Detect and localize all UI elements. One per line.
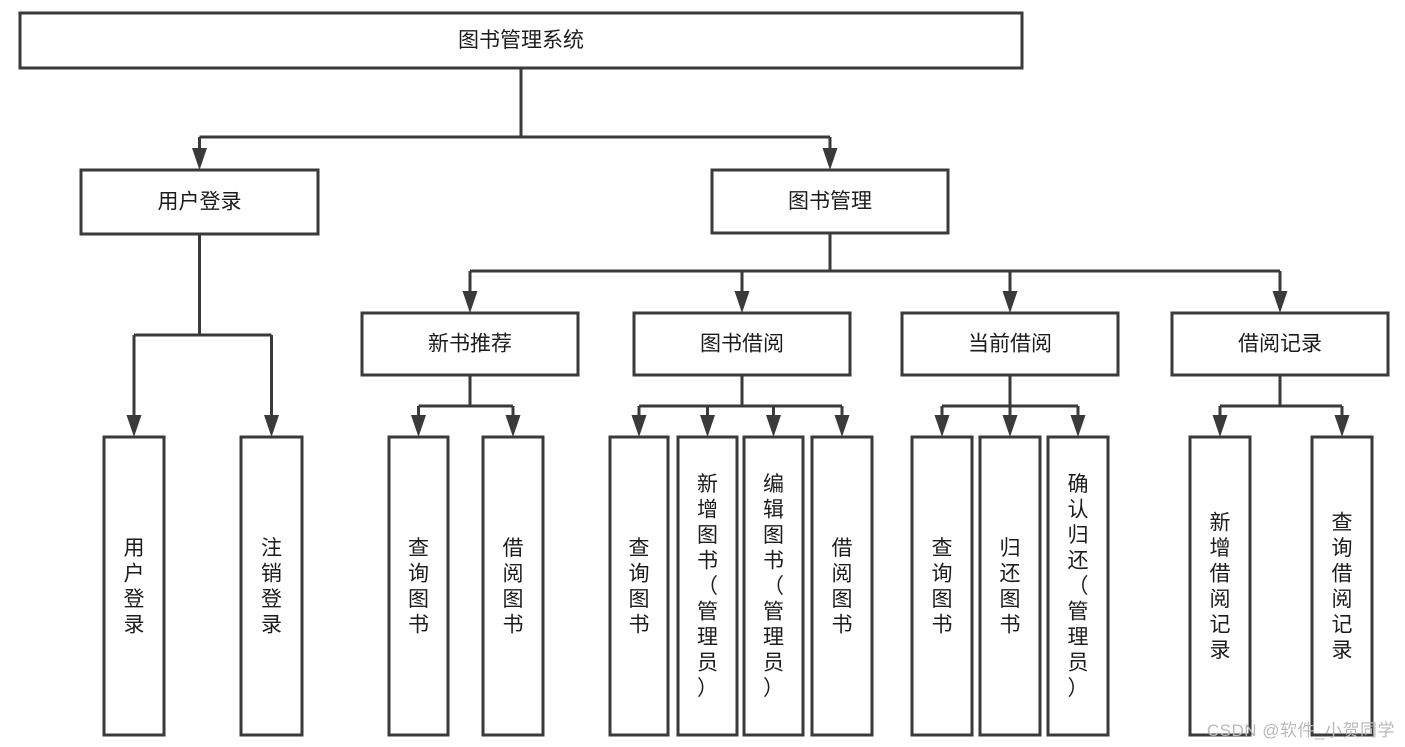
node-box-current-borrow[interactable] <box>900 311 1120 377</box>
arrow-head-icon <box>1272 291 1288 313</box>
arrow-head-icon <box>1002 415 1018 437</box>
node-leaf-query-book-current[interactable]: 查询图书 <box>910 435 974 737</box>
node-box-leaf-borrow-book[interactable] <box>810 435 874 737</box>
arrow-head-icon <box>192 148 207 170</box>
node-label-leaf-borrow-book-rec: 借阅图书 <box>503 537 524 637</box>
node-box-leaf-edit-book-admin[interactable] <box>742 435 805 737</box>
node-leaf-add-borrow-record[interactable]: 新增借阅记录 <box>1188 435 1252 737</box>
arrow-head-icon <box>834 415 850 437</box>
watermark-label: CSDN @软件_小贺同学 <box>1206 721 1395 740</box>
node-box-leaf-query-book-current[interactable] <box>910 435 974 737</box>
node-label-leaf-borrow-book: 借阅图书 <box>832 537 853 637</box>
arrow-head-icon <box>1002 291 1018 313</box>
arrow-head-icon <box>462 291 478 313</box>
node-borrow-record[interactable]: 借阅记录 <box>1170 311 1390 377</box>
node-label-leaf-confirm-return-admin: 确认归还（管理员） <box>1068 473 1089 700</box>
node-box-book-borrow[interactable] <box>632 311 852 377</box>
node-leaf-user-logout[interactable]: 注销登录 <box>239 435 304 737</box>
arrow-head-icon <box>734 291 750 313</box>
node-box-leaf-query-book-rec[interactable] <box>387 435 450 737</box>
node-box-leaf-add-book-admin[interactable] <box>676 435 739 737</box>
node-label-leaf-add-book-admin: 新增图书（管理员） <box>697 473 718 700</box>
node-box-leaf-borrow-book-rec[interactable] <box>481 435 545 737</box>
node-root[interactable]: 图书管理系统 <box>18 11 1024 70</box>
node-leaf-add-book-admin[interactable]: 新增图书（管理员） <box>676 435 739 737</box>
connector-layer <box>126 68 1350 437</box>
node-leaf-query-book-rec[interactable]: 查询图书 <box>387 435 450 737</box>
node-leaf-edit-book-admin[interactable]: 编辑图书（管理员） <box>742 435 805 737</box>
arrow-head-icon <box>1334 415 1350 437</box>
node-label-leaf-user-logout: 注销登录 <box>261 537 282 637</box>
node-label-root: 图书管理系统 <box>458 29 584 52</box>
node-layer: 图书管理系统用户登录图书管理新书推荐图书借阅当前借阅借阅记录用户登录注销登录查询… <box>18 11 1390 737</box>
node-leaf-user-login[interactable]: 用户登录 <box>102 435 166 737</box>
arrow-head-icon <box>1212 415 1228 437</box>
node-box-new-book-recommend[interactable] <box>360 311 580 377</box>
arrow-head-icon <box>822 148 838 170</box>
node-leaf-borrow-book-rec[interactable]: 借阅图书 <box>481 435 545 737</box>
node-box-root[interactable] <box>18 11 1024 70</box>
node-leaf-query-borrow-record[interactable]: 查询借阅记录 <box>1310 435 1374 737</box>
arrow-head-icon <box>1070 415 1086 437</box>
node-label-leaf-edit-book-admin: 编辑图书（管理员） <box>763 473 784 700</box>
node-box-leaf-confirm-return-admin[interactable] <box>1046 435 1110 737</box>
node-book-borrow[interactable]: 图书借阅 <box>632 311 852 377</box>
node-label-book-borrow: 图书借阅 <box>700 333 784 356</box>
node-label-leaf-query-borrow-record: 查询借阅记录 <box>1332 511 1353 662</box>
node-label-leaf-query-book-borrow: 查询图书 <box>629 537 650 637</box>
arrow-head-icon <box>934 415 950 437</box>
node-box-leaf-add-borrow-record[interactable] <box>1188 435 1252 737</box>
arrow-head-icon <box>411 415 426 437</box>
node-label-new-book-recommend: 新书推荐 <box>428 333 512 356</box>
node-user-login[interactable]: 用户登录 <box>79 168 320 236</box>
arrow-head-icon <box>126 415 142 437</box>
node-box-leaf-return-book[interactable] <box>978 435 1042 737</box>
node-leaf-query-book-borrow[interactable]: 查询图书 <box>608 435 670 737</box>
node-box-leaf-user-login[interactable] <box>102 435 166 737</box>
connector-group-new-book-recommend <box>411 375 521 437</box>
node-leaf-borrow-book[interactable]: 借阅图书 <box>810 435 874 737</box>
node-label-leaf-return-book: 归还图书 <box>1000 537 1021 637</box>
connector-group-user-login <box>126 234 279 437</box>
node-leaf-return-book[interactable]: 归还图书 <box>978 435 1042 737</box>
node-label-leaf-query-book-rec: 查询图书 <box>408 537 429 637</box>
node-leaf-confirm-return-admin[interactable]: 确认归还（管理员） <box>1046 435 1110 737</box>
node-label-leaf-add-borrow-record: 新增借阅记录 <box>1210 511 1231 662</box>
node-box-leaf-query-book-borrow[interactable] <box>608 435 670 737</box>
node-box-leaf-user-logout[interactable] <box>239 435 304 737</box>
arrow-head-icon <box>264 415 279 437</box>
arrow-head-icon <box>631 415 647 437</box>
node-box-user-login[interactable] <box>79 168 320 236</box>
connector-group-borrow-record <box>1212 375 1350 437</box>
node-label-user-login: 用户登录 <box>158 191 242 214</box>
node-box-borrow-record[interactable] <box>1170 311 1390 377</box>
node-label-leaf-user-login: 用户登录 <box>124 537 145 637</box>
arrow-head-icon <box>766 415 781 437</box>
connector-group-book-manage <box>462 233 1288 313</box>
node-book-manage[interactable]: 图书管理 <box>710 168 950 235</box>
node-new-book-recommend[interactable]: 新书推荐 <box>360 311 580 377</box>
node-box-book-manage[interactable] <box>710 168 950 235</box>
arrow-head-icon <box>700 415 715 437</box>
node-current-borrow[interactable]: 当前借阅 <box>900 311 1120 377</box>
node-box-leaf-query-borrow-record[interactable] <box>1310 435 1374 737</box>
node-label-borrow-record: 借阅记录 <box>1238 333 1322 356</box>
node-label-current-borrow: 当前借阅 <box>968 333 1052 356</box>
node-label-book-manage: 图书管理 <box>788 190 872 213</box>
connector-group-current-borrow <box>934 375 1086 437</box>
connector-group-book-borrow <box>631 375 850 437</box>
arrow-head-icon <box>505 415 521 437</box>
connector-group-root <box>192 68 838 170</box>
node-label-leaf-query-book-current: 查询图书 <box>932 537 953 637</box>
